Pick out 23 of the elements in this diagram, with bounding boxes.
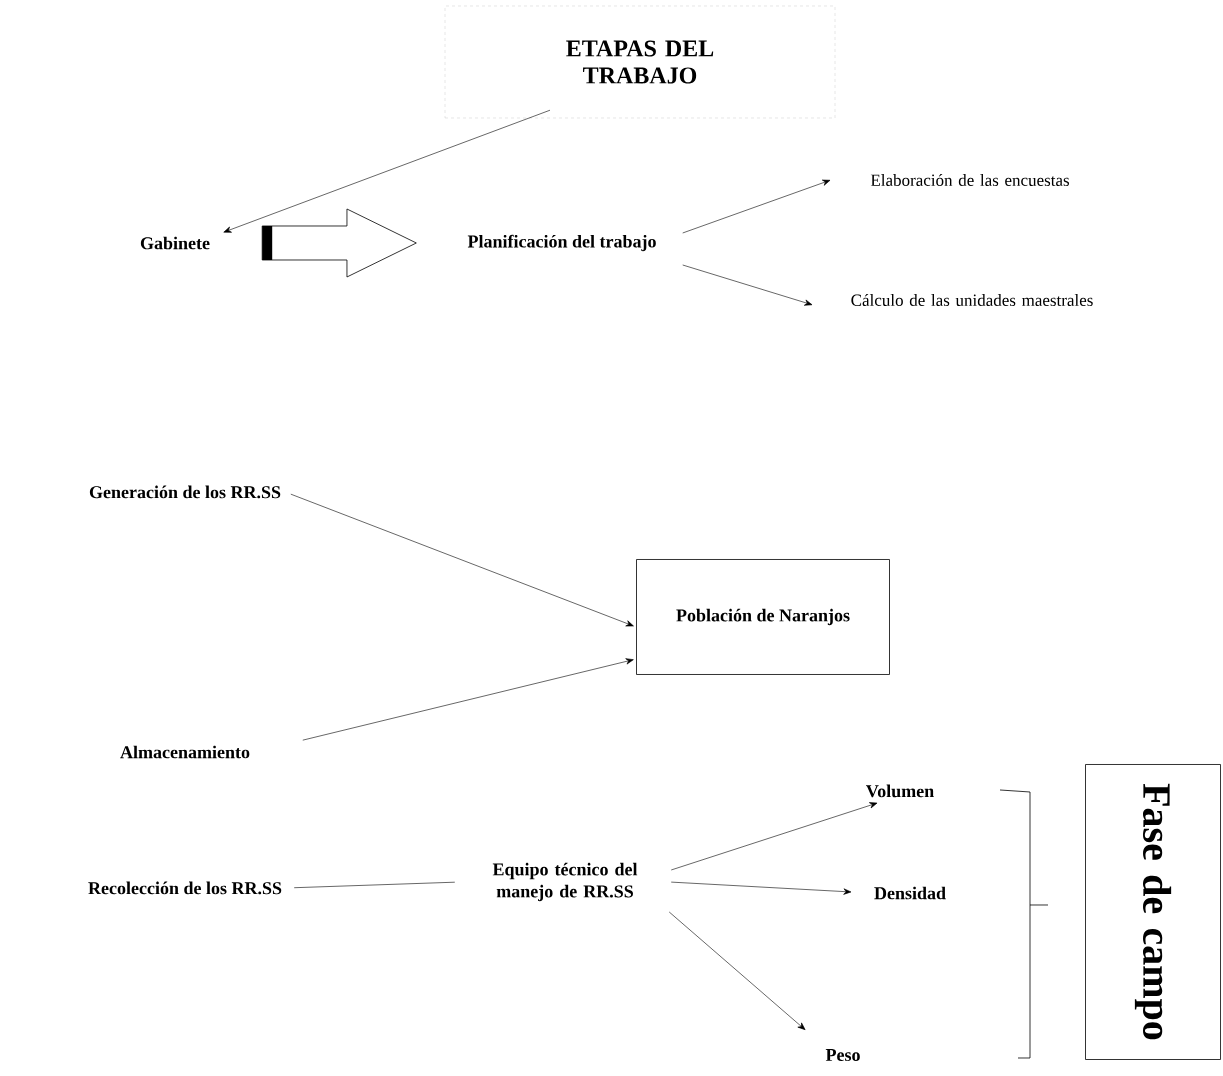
node-label: Generación de los RR.SS xyxy=(89,485,281,499)
phase-box: Fase de campo xyxy=(1085,764,1221,1060)
arrow xyxy=(682,264,813,306)
node-label: Volumen xyxy=(866,784,934,798)
node-label: Recolección de los RR.SS xyxy=(88,881,282,895)
node-label: Almacenamiento xyxy=(120,745,250,759)
arrow xyxy=(670,881,852,895)
node-label: Peso xyxy=(825,1049,860,1061)
arrow xyxy=(302,658,634,741)
title-box: ETAPAS DEL TRABAJO xyxy=(444,5,836,119)
arrow xyxy=(668,911,806,1031)
block-arrow xyxy=(261,208,417,278)
node-label: Planificación del trabajo xyxy=(467,234,656,252)
arrow xyxy=(670,802,878,871)
node-label: Cálculo de las unidades maestrales xyxy=(851,294,1093,306)
arrow xyxy=(290,493,634,627)
arrow xyxy=(682,179,831,234)
arrow xyxy=(223,109,551,233)
node-label: Equipo técnico del manejo de RR.SS xyxy=(492,862,638,902)
node-label: Densidad xyxy=(874,886,946,900)
node-label: Elaboración de las encuestas xyxy=(870,174,1069,186)
process-box: Población de Naranjos xyxy=(636,559,890,675)
node-label: Gabinete xyxy=(140,236,210,250)
